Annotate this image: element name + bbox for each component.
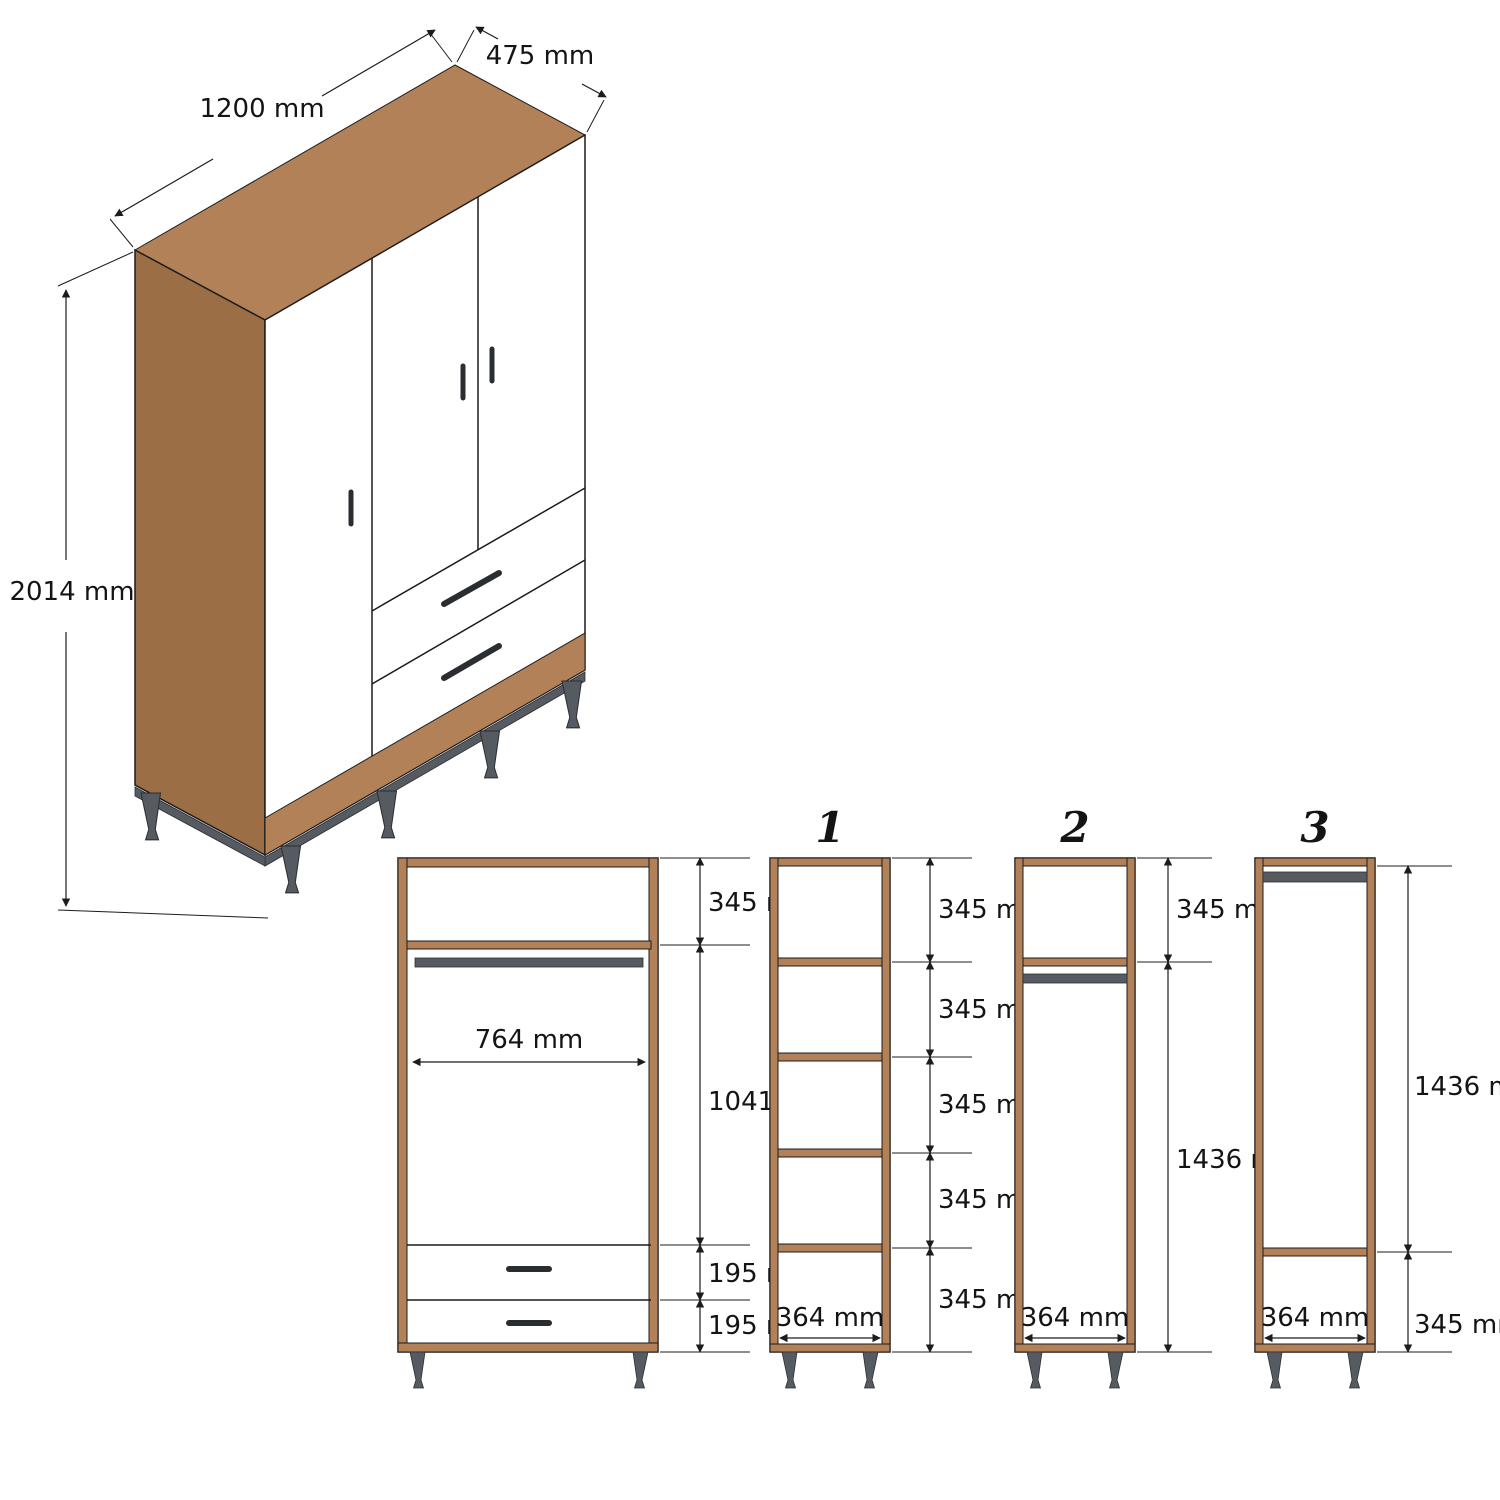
v2-width-dimension: 364 mm [1021, 1303, 1130, 1343]
v2-right-panel [1126, 857, 1136, 1353]
drawer-handle-upper [441, 570, 502, 607]
v1-top-panel [769, 857, 891, 867]
v3-hanging-rod [1262, 871, 1368, 883]
v3-right-panel [1366, 857, 1376, 1353]
front-hanging-rod [414, 957, 644, 968]
v1-body [769, 857, 891, 1353]
v1-bottom-panel [769, 1343, 891, 1353]
v3-bottom-panel [1254, 1343, 1376, 1353]
v2-width-dim: 364 mm [1021, 1303, 1130, 1333]
base-rail-side [134, 786, 266, 867]
v3-width-dimension: 364 mm [1261, 1303, 1370, 1343]
v1-shelf-1 [777, 957, 883, 967]
front-rod-width-dim: 764 mm [475, 1025, 584, 1055]
v1-right-panel [881, 857, 891, 1353]
v1-shelf-3 [777, 1148, 883, 1158]
v3-title: 3 [1300, 803, 1329, 852]
dimension-depth: 475 mm [456, 26, 607, 133]
v1-left-panel [769, 857, 779, 1353]
dim-depth-label: 475 mm [486, 41, 595, 71]
dimension-ticks [1137, 857, 1212, 1353]
drawer-top-line [371, 487, 586, 612]
dimension-width: 1200 mm [109, 29, 453, 248]
dimension-height: 2014 mm [9, 251, 269, 919]
dim-height-label: 2014 mm [9, 577, 134, 607]
v3-top-panel [1254, 857, 1376, 867]
front-bottom-panel [397, 1342, 659, 1353]
front-right-panel [648, 857, 659, 1353]
v2-shelf [1022, 957, 1128, 967]
wardrobe-side-face [134, 248, 266, 857]
v3-left-panel [1254, 857, 1264, 1353]
dimension-ticks [1377, 865, 1452, 1353]
dim-width-label: 1200 mm [199, 94, 324, 124]
v1-shelf-2 [777, 1052, 883, 1062]
v2-top-panel [1014, 857, 1136, 867]
v2-hanging-rod [1022, 973, 1128, 984]
front-left-panel [397, 857, 408, 1353]
v3-hanging-dim: 1436 mm [1414, 1072, 1500, 1102]
drawer-divider-line [371, 559, 586, 685]
v1-shelf-4 [777, 1243, 883, 1253]
front-rod-dimension: 764 mm [412, 1025, 646, 1067]
v2-bottom-panel [1014, 1343, 1136, 1353]
v2-left-panel [1014, 857, 1024, 1353]
front-shelf [406, 940, 652, 950]
v1-width-dimension: 364 mm [776, 1303, 885, 1343]
v3-shelf [1262, 1247, 1368, 1257]
v3-dimension-chain: 1436 mm 345 mm [1377, 865, 1500, 1353]
v3-width-dim: 364 mm [1261, 1303, 1370, 1333]
v2-body [1014, 857, 1136, 1353]
front-drawer-handle-upper [506, 1266, 552, 1272]
base-strip [264, 632, 586, 856]
front-drawer-handle-lower [506, 1320, 552, 1326]
v1-width-dim: 364 mm [776, 1303, 885, 1333]
v3-body [1254, 857, 1376, 1353]
front-top-panel [397, 857, 659, 868]
dimension-ticks [660, 857, 750, 1353]
front-body [397, 857, 659, 1353]
isometric-wardrobe-view: 2014 mm 1200 mm 475 mm [9, 26, 607, 919]
column-view-3: 3 364 mm 1436 mm 345 mm [1254, 803, 1500, 1389]
v3-bottom-dim: 345 mm [1414, 1310, 1500, 1340]
drawer-handle-lower [441, 643, 502, 681]
v1-title: 1 [815, 803, 844, 852]
v2-title: 2 [1059, 803, 1089, 852]
